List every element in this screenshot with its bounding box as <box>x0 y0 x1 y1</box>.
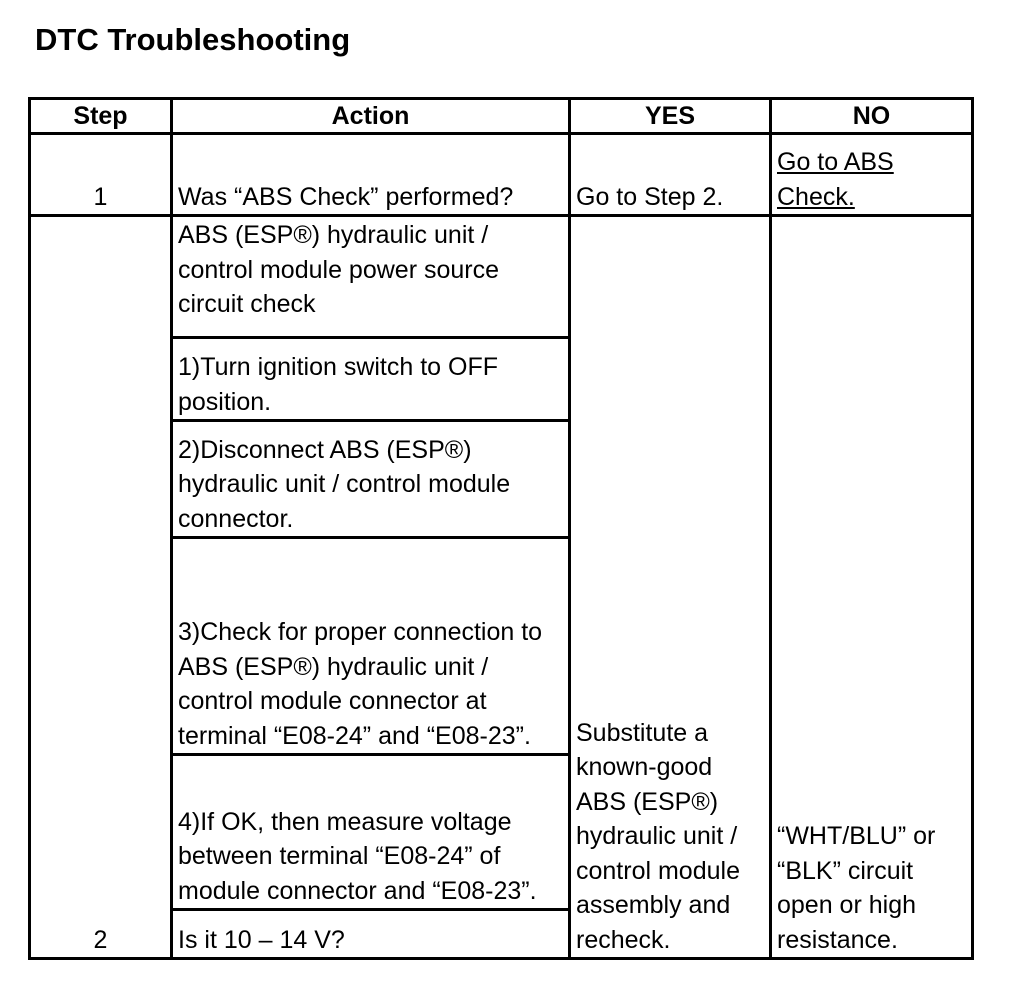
table-header: Step Action YES NO <box>28 97 974 135</box>
table-row-step-1: 1 Was “ABS Check” performed? Go to Step … <box>28 132 974 217</box>
header-yes: YES <box>568 97 772 135</box>
step-1-number: 1 <box>28 132 173 217</box>
go-to-abs-check-link[interactable]: Go to ABS Check. <box>777 148 894 211</box>
step-2-no: “WHT/BLU” or “BLK” circuit open or high … <box>769 214 974 960</box>
header-action: Action <box>170 97 571 135</box>
header-row: Step Action YES NO <box>28 97 974 135</box>
table-row-step-2: 2 ABS (ESP®) hydraulic unit / control mo… <box>28 214 974 960</box>
step-1-action: Was “ABS Check” performed? <box>170 132 571 217</box>
step-1-yes: Go to Step 2. <box>568 132 772 217</box>
step-2-action-4: 4)If OK, then measure voltage between te… <box>170 753 571 911</box>
step-2-question: Is it 10 – 14 V? <box>170 908 571 960</box>
page-title: DTC Troubleshooting <box>35 22 351 57</box>
table-row-step-2-sub-2: 2)Disconnect ABS (ESP®) hydraulic unit /… <box>30 419 973 539</box>
step-2-yes: Substitute a known-good ABS (ESP®) hydra… <box>568 214 772 960</box>
step-2-action-heading: ABS (ESP®) hydraulic unit / control modu… <box>170 214 571 339</box>
table-row-step-2-sub-4: 4)If OK, then measure voltage between te… <box>30 753 973 911</box>
step-1-no-cell: Go to ABS Check. <box>769 132 974 217</box>
step-2-action-2: 2)Disconnect ABS (ESP®) hydraulic unit /… <box>170 419 571 539</box>
step-2-action-3: 3)Check for proper connection to ABS (ES… <box>170 536 571 756</box>
table-row-step-2-sub-1: 1)Turn ignition switch to OFF position. <box>30 336 973 422</box>
header-no: NO <box>769 97 974 135</box>
table-row-step-2-sub-3: 3)Check for proper connection to ABS (ES… <box>30 536 973 756</box>
step-2-number: 2 <box>28 214 173 960</box>
dtc-troubleshooting-table: Step Action YES NO 1 Was “ABS Check” per… <box>28 97 974 960</box>
table-body: 1 Was “ABS Check” performed? Go to Step … <box>28 132 974 960</box>
step-2-action-1: 1)Turn ignition switch to OFF position. <box>170 336 571 422</box>
table-row-step-2-question: Is it 10 – 14 V? <box>30 908 973 960</box>
header-step: Step <box>28 97 173 135</box>
